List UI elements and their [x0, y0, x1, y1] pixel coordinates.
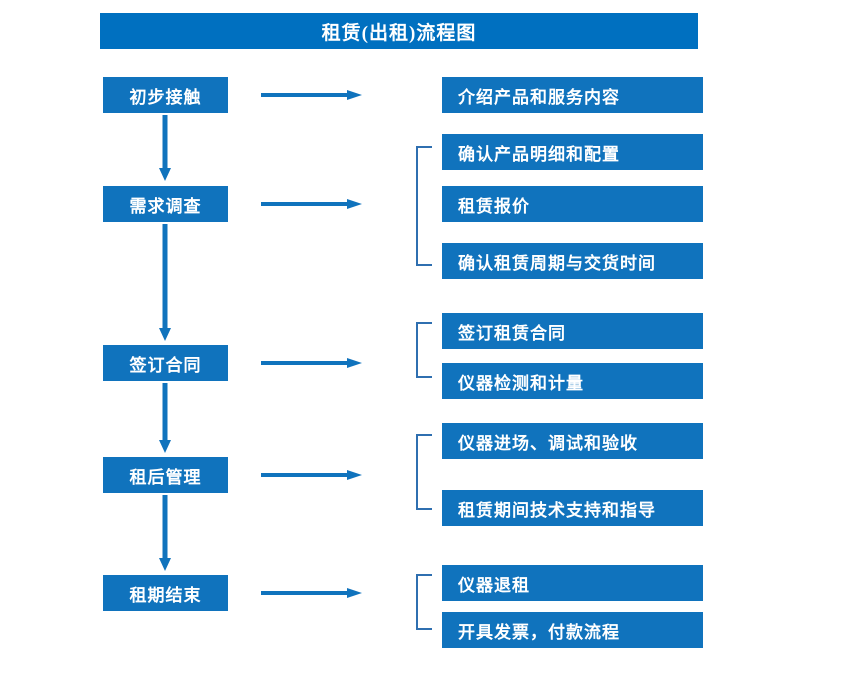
vertical-arrow-4 — [159, 495, 171, 571]
detail-box-technical-support[interactable]: 租赁期间技术支持和指导 — [442, 490, 703, 526]
horizontal-arrow-1 — [261, 90, 362, 100]
group-bracket-3 — [416, 322, 432, 378]
horizontal-arrow-3 — [261, 358, 362, 368]
detail-box-confirm-product-details[interactable]: 确认产品明细和配置 — [442, 134, 703, 170]
detail-box-instrument-inspection[interactable]: 仪器检测和计量 — [442, 363, 703, 399]
group-bracket-5 — [416, 574, 432, 630]
detail-box-instrument-return[interactable]: 仪器退租 — [442, 565, 703, 601]
detail-box-sign-rental-contract[interactable]: 签订租赁合同 — [442, 313, 703, 349]
detail-box-invoice-payment[interactable]: 开具发票，付款流程 — [442, 612, 703, 648]
group-bracket-4 — [416, 434, 432, 510]
horizontal-arrow-5 — [261, 588, 362, 598]
horizontal-arrow-4 — [261, 470, 362, 480]
detail-box-confirm-rental-period[interactable]: 确认租赁周期与交货时间 — [442, 243, 703, 279]
detail-box-rental-quotation[interactable]: 租赁报价 — [442, 186, 703, 222]
horizontal-arrow-2 — [261, 199, 362, 209]
vertical-arrow-2 — [159, 224, 171, 341]
vertical-arrow-3 — [159, 383, 171, 453]
stage-box-initial-contact[interactable]: 初步接触 — [103, 77, 228, 113]
stage-box-rental-end[interactable]: 租期结束 — [103, 575, 228, 611]
detail-box-instrument-entry-commissioning[interactable]: 仪器进场、调试和验收 — [442, 423, 703, 459]
stage-box-sign-contract[interactable]: 签订合同 — [103, 345, 228, 381]
detail-box-introduce-products[interactable]: 介绍产品和服务内容 — [442, 77, 703, 113]
group-bracket-2 — [416, 146, 432, 266]
flowchart-title: 租赁(出租)流程图 — [100, 13, 698, 49]
stage-box-demand-survey[interactable]: 需求调查 — [103, 186, 228, 222]
stage-box-post-rental-management[interactable]: 租后管理 — [103, 457, 228, 493]
vertical-arrow-1 — [159, 115, 171, 181]
